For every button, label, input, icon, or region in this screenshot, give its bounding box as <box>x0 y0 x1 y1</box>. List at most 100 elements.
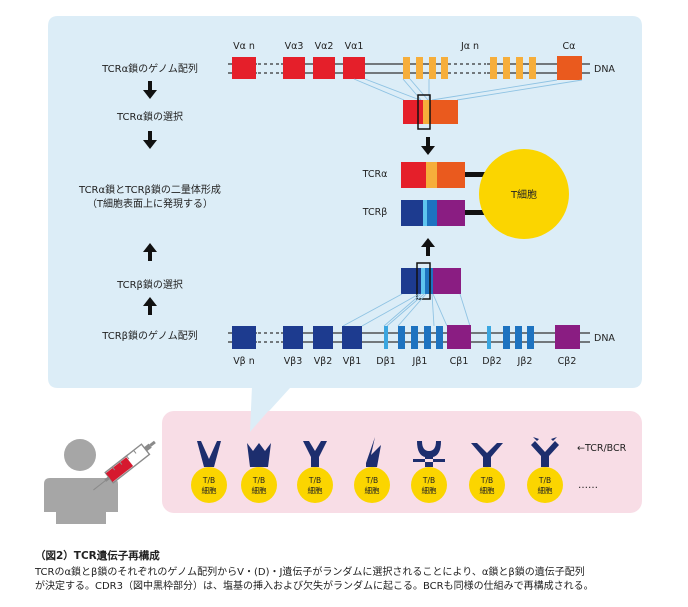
alpha-c-label: Cα <box>563 41 576 52</box>
alpha-v-label: Vα3 <box>285 41 304 52</box>
beta-label: Vβ n <box>233 356 255 367</box>
tcr-alpha-c <box>437 162 465 188</box>
alpha-j-segments <box>403 57 536 79</box>
caption-line: TCRのα鎖とβ鎖のそれぞれのゲノム配列からV・(D)・J遺伝子がランダムに選択… <box>35 567 585 578</box>
cell-label: 細胞 <box>308 485 323 495</box>
alpha-v-label: Vα n <box>233 41 255 52</box>
tcr-beta-label: TCRβ <box>362 207 388 218</box>
lymphocyte: T/B細胞 <box>469 443 505 503</box>
lymphocyte: T/B細胞 <box>411 441 447 503</box>
tcr-beta-anchor <box>465 210 489 215</box>
beta-label: Vβ1 <box>343 356 362 367</box>
cell-label: T/B <box>252 476 265 485</box>
t-cell-label: T細胞 <box>510 188 537 201</box>
alpha-v-label: Vα1 <box>345 41 364 52</box>
alpha-selection-label: TCRα鎖の選択 <box>116 110 183 123</box>
beta-selection-label: TCRβ鎖の選択 <box>116 278 183 291</box>
tcr-alpha-v <box>401 162 426 188</box>
alpha-v-segment <box>343 57 365 79</box>
alpha-v-segment <box>283 57 305 79</box>
lymphocyte: T/B細胞 <box>354 437 390 503</box>
cell-label: T/B <box>480 476 493 485</box>
tcr-beta-d <box>423 200 427 226</box>
cell-label: T/B <box>202 476 215 485</box>
more-cells-ellipsis: …… <box>578 480 598 491</box>
alpha-dna-label: DNA <box>594 64 615 75</box>
tcr-alpha-label: TCRα <box>362 169 388 180</box>
selected-alpha-j <box>423 100 430 124</box>
beta-label: Cβ1 <box>450 356 469 367</box>
tcr-beta-v <box>401 200 423 226</box>
cell-body <box>354 467 390 503</box>
beta-cdr3-box <box>416 262 431 300</box>
beta-label: Jβ1 <box>412 356 428 367</box>
selected-beta-v <box>401 268 421 294</box>
receptor-hook <box>413 441 445 467</box>
beta-label: Cβ2 <box>558 356 577 367</box>
receptor-y-wide <box>471 443 503 467</box>
cell-body <box>411 467 447 503</box>
alpha-v-label: Vα2 <box>315 41 334 52</box>
alpha-v-segment <box>313 57 335 79</box>
tcr-beta-c <box>437 200 465 226</box>
cells-panel <box>162 411 642 513</box>
figure-caption: （図2）TCR遺伝子再構成 TCRのα鎖とβ鎖のそれぞれのゲノム配列からV・(D… <box>35 548 665 594</box>
caption-title: （図2）TCR遺伝子再構成 <box>35 550 160 562</box>
lymphocyte: T/B細胞 <box>527 437 563 503</box>
tcr-alpha-j <box>426 162 437 188</box>
alpha-to-receptor-arrow <box>421 137 435 155</box>
top-panel <box>48 16 642 432</box>
cell-body <box>191 467 227 503</box>
alpha-recombination-lines <box>353 78 583 101</box>
cell-body <box>297 467 333 503</box>
beta-c-segments <box>447 325 580 349</box>
caption-line: が決定する。CDR3（図中黒枠部分）は、塩基の挿入および欠失がランダムに起こる。… <box>35 581 594 592</box>
beta-label: Dβ1 <box>376 356 395 367</box>
receptor-y-shape <box>303 441 327 467</box>
dimer-sublabel: （T細胞表面上に発現する） <box>87 197 213 210</box>
tcr-bcr-label: ←TCR/BCR <box>577 443 627 454</box>
lymphocyte: T/B細胞 <box>297 441 333 503</box>
receptor-spike <box>366 437 381 467</box>
lymphocyte: T/B細胞 <box>241 443 277 503</box>
cell-label: 細胞 <box>365 485 380 495</box>
flow-arrow-down-1 <box>143 81 157 99</box>
cell-label: T/B <box>422 476 435 485</box>
cell-label: 細胞 <box>538 485 553 495</box>
beta-recombination-lines <box>342 293 471 327</box>
selected-alpha-c <box>430 100 458 124</box>
dimer-label: TCRα鎖とTCRβ鎖の二量体形成 <box>78 183 221 196</box>
alpha-j-label: Jα n <box>460 41 479 52</box>
receptor-v-notch <box>531 437 559 467</box>
cell-body <box>241 467 277 503</box>
alpha-cdr3-box <box>417 94 431 130</box>
flow-arrow-up-2 <box>143 297 157 315</box>
beta-label: Jβ2 <box>517 356 533 367</box>
beta-genome-label: TCRβ鎖のゲノム配列 <box>101 329 198 342</box>
alpha-genome-label: TCRα鎖のゲノム配列 <box>101 62 198 75</box>
alpha-c-segment <box>557 56 582 80</box>
cell-label: T/B <box>538 476 551 485</box>
tcr-alpha-anchor <box>465 172 489 177</box>
selected-beta-d <box>421 268 425 294</box>
cell-label: 細胞 <box>422 485 437 495</box>
receptor-crown <box>247 443 271 467</box>
flow-arrow-down-2 <box>143 131 157 149</box>
cell-body <box>469 467 505 503</box>
alpha-v-segment <box>232 57 256 79</box>
beta-dna-label: DNA <box>594 333 615 344</box>
cell-label: 細胞 <box>202 485 217 495</box>
flow-arrow-up-1 <box>143 243 157 261</box>
tcr-beta-j <box>427 200 437 226</box>
cell-label: 細胞 <box>252 485 267 495</box>
selected-alpha-v <box>403 100 423 124</box>
cell-label: T/B <box>308 476 321 485</box>
beta-label: Vβ2 <box>314 356 333 367</box>
beta-j-segments <box>398 326 534 349</box>
beta-to-receptor-arrow <box>421 238 435 256</box>
cell-body <box>527 467 563 503</box>
syringe-icon <box>93 440 156 491</box>
person-icon <box>44 439 118 524</box>
